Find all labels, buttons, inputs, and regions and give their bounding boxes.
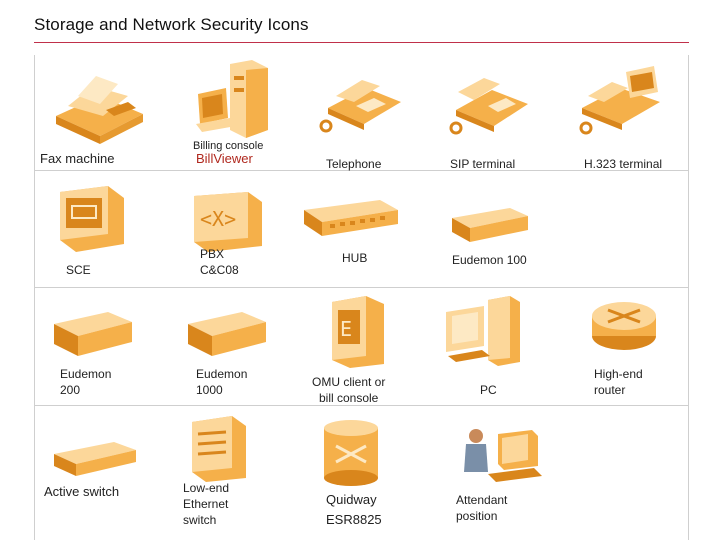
fax-machine-icon (56, 76, 143, 144)
icon-label: Low-end Ethernet switch (183, 481, 230, 527)
icon-label: Quidway ESR8825 (326, 492, 382, 527)
omu-client-icon: E (332, 296, 384, 368)
icon-label-product: BillViewer (196, 151, 253, 166)
icon-label: Telephone (326, 157, 382, 171)
icon-label: HUB (342, 251, 368, 265)
title-underline (34, 42, 689, 43)
active-switch-icon (54, 442, 136, 476)
icon-label: Billing console (193, 140, 264, 152)
sip-terminal-icon (449, 78, 528, 135)
grid-divider (35, 405, 688, 406)
attendant-position-icon (464, 429, 542, 482)
grid-divider (35, 287, 688, 288)
h323-terminal-icon (579, 66, 660, 135)
page-title: Storage and Network Security Icons (34, 15, 309, 34)
eudemon-100-icon (452, 208, 528, 242)
low-end-ethernet-switch-icon (192, 416, 246, 482)
icon-label: SIP terminal (450, 157, 516, 171)
billing-console-icon (196, 60, 268, 138)
sce-icon (60, 186, 124, 252)
grid-divider (35, 170, 688, 171)
pbx-icon: <X> (194, 192, 262, 252)
icon-label: SCE (66, 263, 91, 277)
telephone-icon (319, 80, 401, 133)
pc-icon (446, 296, 520, 366)
svg-text:<X>: <X> (200, 207, 236, 231)
icon-label: Fax machine (40, 151, 115, 166)
eudemon-1000-icon (188, 312, 266, 356)
hub-icon (304, 200, 398, 236)
icon-grid (34, 55, 689, 540)
icon-label: PC (480, 383, 497, 397)
icon-label: Eudemon 1000 (196, 367, 248, 397)
svg-text:E: E (340, 317, 352, 341)
eudemon-200-icon (54, 312, 132, 356)
icon-label: Eudemon 200 (60, 367, 112, 397)
icon-label: High-end router (594, 367, 643, 397)
icon-label: Attendant position (456, 493, 508, 523)
icon-label: OMU client or bill console (312, 375, 386, 405)
icon-label: Active switch (44, 484, 120, 499)
quidway-esr8825-icon (324, 420, 378, 486)
icon-label: Eudemon 100 (452, 253, 527, 267)
icon-label: H.323 terminal (584, 157, 663, 171)
high-end-router-icon (592, 302, 656, 350)
icon-label: PBX C&C08 (200, 247, 239, 277)
